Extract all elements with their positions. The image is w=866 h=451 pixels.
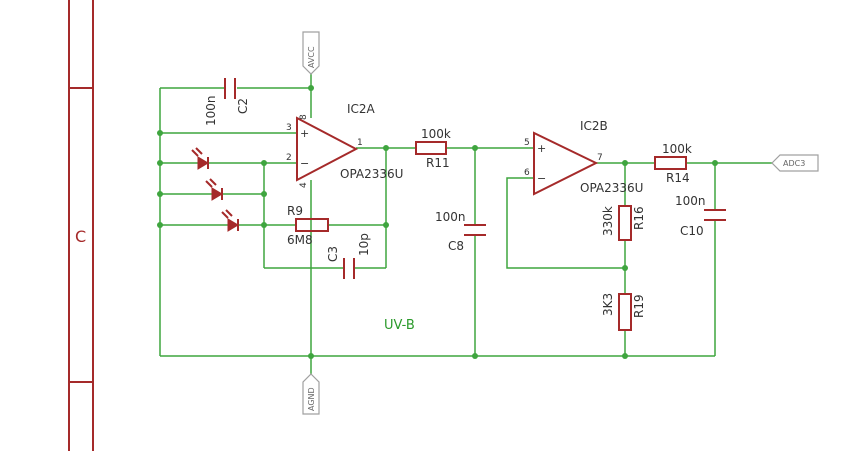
c2-name: C2 [236,98,250,114]
junction-dot [383,222,389,228]
capacitor-c3: C3 10p [326,233,371,279]
ic2b-name: IC2B [580,119,608,133]
junction-dot [157,130,163,136]
resistor-r14: 100k R14 [654,142,692,185]
junction-dot [622,160,628,166]
photodiode-3 [221,209,239,232]
r11-value: 100k [421,127,451,141]
junction-dot [157,160,163,166]
photodiode-2 [205,178,223,201]
resistor-r9: R9 6M8 [287,204,329,247]
ic2a-plus: + [300,127,309,140]
ic2a-value: OPA2336U [340,167,403,181]
r16-value: 330k [601,206,615,236]
resistor-r19: 3K3 R19 [601,293,646,331]
ic2a-pin4: 4 [299,182,309,188]
c3-name: C3 [326,246,340,262]
port-adc3: ADC3 [771,154,819,172]
ic2a-minus: − [300,157,309,170]
ic2b-plus: + [537,142,546,155]
junction-dot [308,353,314,359]
junction-dot [157,191,163,197]
junction-dot [261,191,267,197]
r14-name: R14 [666,171,690,185]
opamp-ic2b: IC2B OPA2336U + − 5 6 7 [524,119,643,196]
resistor-r16: 330k R16 [601,205,646,241]
r19-name: R19 [632,294,646,318]
ic2a-pin8: 8 [299,114,309,120]
ic2a-name: IC2A [347,102,376,116]
frame-zone-label: C [75,227,86,246]
ic2a-pin1: 1 [357,138,363,148]
net-label-uvb: UV-B [384,318,415,333]
junction-dot [712,160,718,166]
c8-value: 100n [435,210,466,224]
ic2b-pin7: 7 [597,153,603,163]
port-avcc: AVCC [302,31,320,75]
junction-dot [308,85,314,91]
photodiode-1 [191,147,209,170]
ic2b-pin6: 6 [524,168,530,178]
capacitor-c10: 100n C10 [675,194,726,238]
r9-name: R9 [287,204,303,218]
r16-name: R16 [632,206,646,230]
port-adc3-label: ADC3 [783,159,805,168]
capacitor-c8: 100n C8 [435,210,486,253]
junction-dot [383,145,389,151]
port-agnd-label: AGND [307,387,316,411]
r11-name: R11 [426,156,450,170]
c2-value: 100n [204,95,218,126]
r14-value: 100k [662,142,692,156]
ic2a-pin3: 3 [286,123,292,133]
c8-name: C8 [448,239,464,253]
port-avcc-label: AVCC [307,46,316,68]
junction-dot [261,160,267,166]
junction-dot [472,145,478,151]
c3-value: 10p [357,233,371,256]
r9-value: 6M8 [287,233,313,247]
ic2a-pin2: 2 [286,153,292,163]
resistor-r11: 100k R11 [415,127,451,170]
junction-dots [157,85,718,359]
port-agnd: AGND [302,373,320,415]
c10-value: 100n [675,194,706,208]
junction-dot [261,222,267,228]
r19-value: 3K3 [601,293,615,316]
wires [159,72,780,374]
sheet-frame: C [68,0,94,451]
ic2b-minus: − [537,172,546,185]
junction-dot [157,222,163,228]
junction-dot [622,265,628,271]
junction-dot [622,353,628,359]
c10-name: C10 [680,224,704,238]
junction-dot [472,353,478,359]
ic2b-pin5: 5 [524,138,530,148]
ic2b-value: OPA2336U [580,181,643,195]
capacitor-c2: 100n C2 [204,78,250,126]
opamp-ic2a: IC2A OPA2336U + − 3 2 1 8 4 [286,102,403,188]
